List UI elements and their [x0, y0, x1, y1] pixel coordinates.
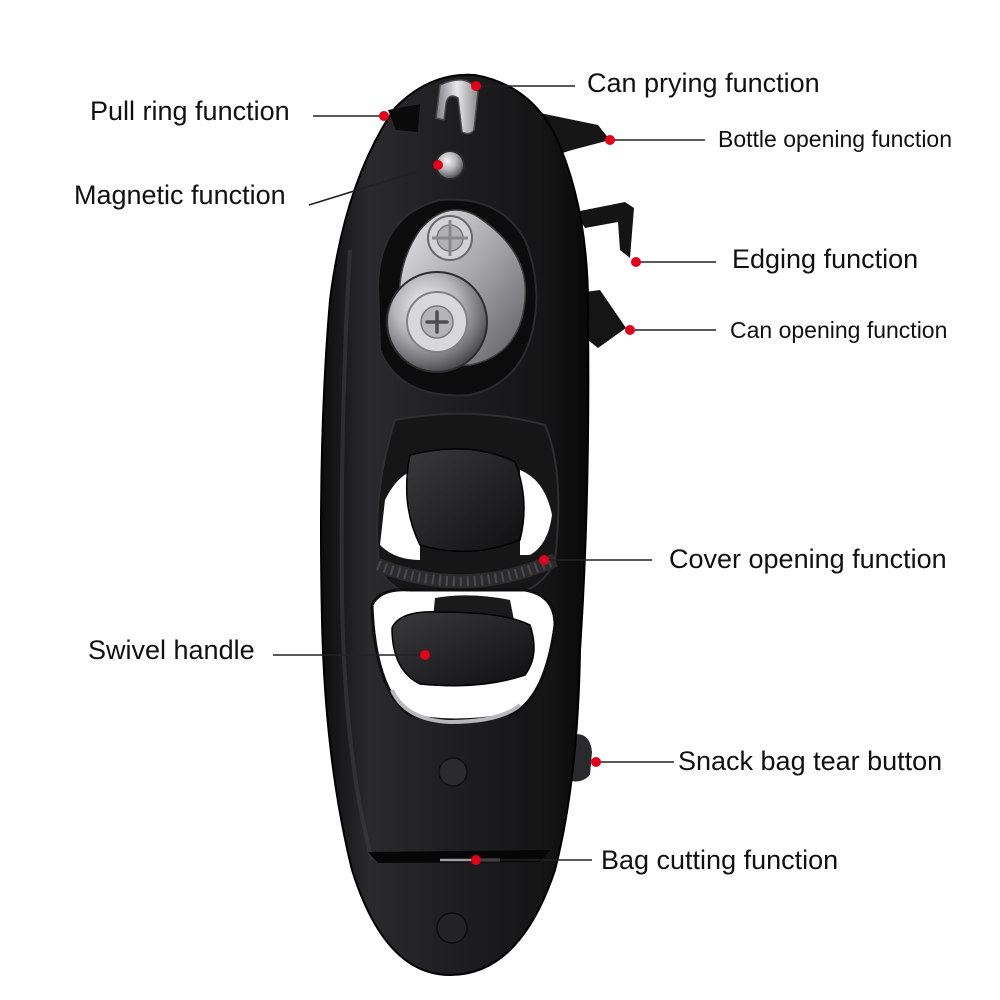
- marker-can-prying: [471, 81, 481, 91]
- label-snack-bag-tear: Snack bag tear button: [678, 746, 943, 776]
- label-cover-opening: Cover opening function: [669, 544, 947, 574]
- marker-pull-ring: [379, 111, 389, 121]
- pull-ring-notch: [388, 104, 420, 132]
- label-swivel-handle: Swivel handle: [88, 635, 255, 665]
- cover-opening-knob: [405, 448, 525, 553]
- label-bag-cutting: Bag cutting function: [601, 845, 839, 875]
- marker-bottle-opening: [605, 135, 615, 145]
- edging-tooth: [575, 202, 634, 258]
- marker-cover-opening: [539, 555, 549, 565]
- cutting-wheel: [386, 271, 488, 373]
- marker-magnetic: [433, 160, 443, 170]
- marker-edging: [631, 257, 641, 267]
- cutting-gear: [427, 215, 473, 261]
- label-can-prying: Can prying function: [587, 68, 820, 98]
- label-edging: Edging function: [732, 244, 919, 274]
- label-bottle-opening: Bottle opening function: [718, 126, 953, 152]
- marker-can-opening: [625, 325, 635, 335]
- front-dot: [438, 757, 468, 787]
- bottom-dimple: [436, 912, 468, 944]
- marker-snack-bag: [591, 757, 601, 767]
- leader-line-magnetic: [308, 164, 439, 206]
- upper-window-right: [520, 470, 552, 555]
- body-highlight: [339, 249, 374, 861]
- can-prying-hook: [435, 79, 479, 135]
- markers: [379, 81, 641, 865]
- ribbed-arc-teeth: [376, 555, 558, 587]
- label-pull-ring: Pull ring function: [90, 96, 290, 126]
- can-opening-tooth: [585, 290, 626, 348]
- swivel-knob: [391, 611, 535, 687]
- lower-window-inner-rim: [390, 689, 522, 725]
- label-magnetic: Magnetic function: [74, 180, 286, 210]
- label-can-opening: Can opening function: [730, 317, 948, 343]
- leader-lines: [273, 85, 716, 861]
- marker-bag-cutting: [471, 855, 481, 865]
- marker-swivel-handle: [420, 650, 430, 660]
